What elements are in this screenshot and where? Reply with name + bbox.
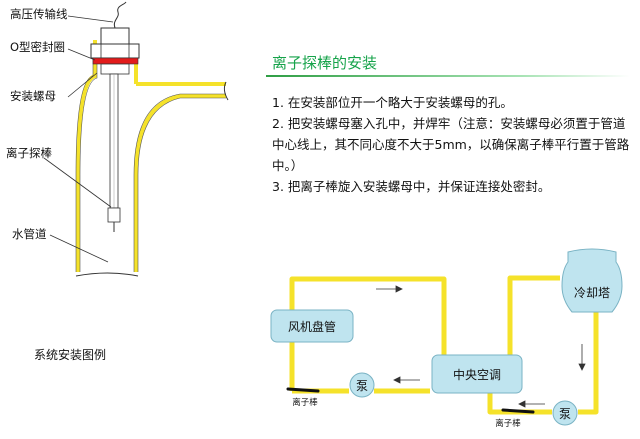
probe-label-left: 离子棒 [292, 397, 318, 408]
mount-nut-top [100, 27, 130, 45]
fan-coil-label: 风机盘管 [288, 319, 336, 334]
mount-nut-body [90, 43, 140, 59]
probe-tip [107, 207, 121, 223]
central-ac-label: 中央空调 [453, 367, 501, 382]
probe-marker-right [501, 408, 535, 414]
flow-arrows [376, 285, 586, 408]
pump-right-label: 泵 [559, 407, 571, 421]
pipe-outer-wall [76, 40, 97, 272]
label-pipe: 水管道 [12, 227, 47, 241]
step-2: 2. 把安装螺母塞入孔中，并焊牢（注意：安装螺母必须置于管道中心线上，其不同心度… [272, 116, 630, 173]
probe-marker-left [286, 387, 320, 393]
system-diagram: 风机盘管 中央空调 冷却塔 泵 泵 离子棒 离子棒 [270, 248, 623, 429]
step-3: 3. 把离子棒旋入安装螺母中，并保证连接处密封。 [272, 179, 551, 194]
label-signal-wire: 高压传输线 [10, 7, 68, 21]
label-mount-nut: 安装螺母 [10, 89, 56, 103]
title-rule [266, 75, 630, 77]
pipe-break [223, 81, 229, 101]
pump-left [349, 372, 375, 398]
pump-left-label: 泵 [356, 379, 368, 393]
system-pipe-tower-down [578, 312, 599, 415]
instructions-title: 离子探棒的安装 [272, 54, 378, 72]
label-probe: 离子探棒 [6, 146, 52, 160]
instructions-steps: 1. 在安装部位开一个略大于安装螺母的孔。 2. 把安装螺母塞入孔中，并焊牢（注… [272, 92, 632, 197]
mount-nut-collar [100, 63, 130, 75]
central-ac-unit [431, 354, 523, 394]
cooling-tower [561, 248, 623, 313]
install-diagram: 高压传输线 O型密封圈 安装螺母 离子探棒 水管道 [6, 1, 229, 277]
signal-wire [113, 1, 127, 29]
probe-label-right: 离子棒 [495, 418, 521, 429]
system-pipe-right [507, 275, 560, 379]
pipe-bottom-break [75, 272, 139, 277]
install-caption: 系统安装图例 [34, 348, 107, 362]
cooling-tower-label: 冷却塔 [574, 286, 610, 300]
step-1: 1. 在安装部位开一个略大于安装螺母的孔。 [272, 95, 513, 110]
pump-right [552, 400, 578, 426]
fan-coil-unit [270, 309, 354, 343]
label-o-ring: O型密封圈 [10, 40, 65, 54]
o-ring [92, 57, 139, 65]
pipe-inner-wall [134, 94, 226, 272]
pipe-outline [75, 58, 226, 272]
